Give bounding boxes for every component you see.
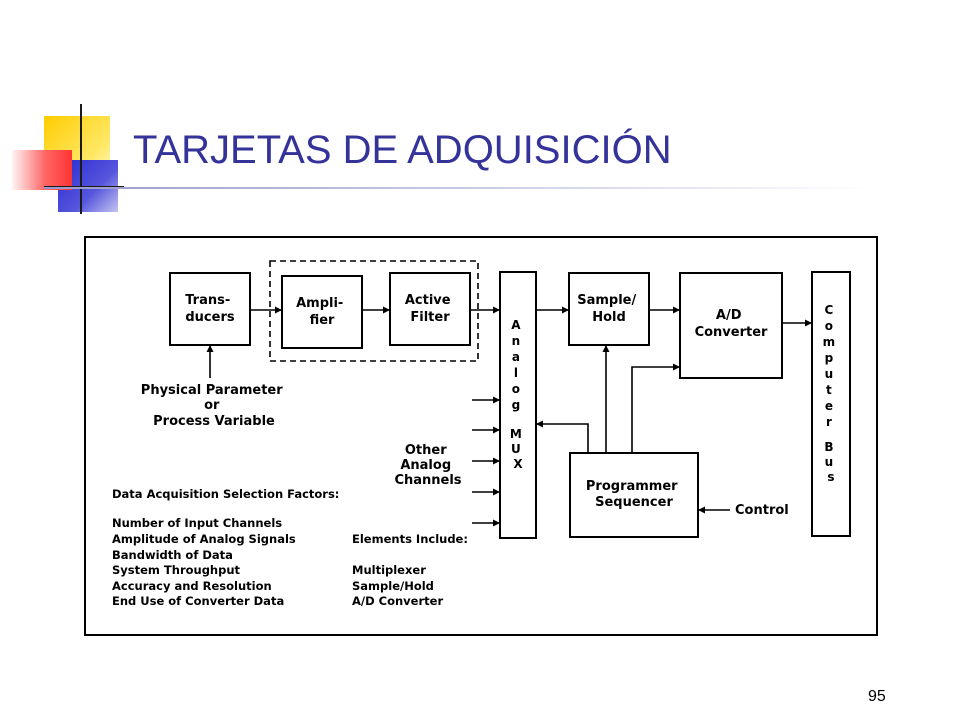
sample-hold-label: Sample/ Hold: [577, 293, 641, 325]
analog-mux-block: [499, 271, 537, 539]
computer-bus-block: [811, 271, 851, 537]
decor-vertical-line: [80, 104, 82, 214]
arrow-sequencer-to-mux: [536, 420, 589, 453]
transducers-block: [169, 272, 251, 346]
elements-include-list: Elements Include: Multiplexer Sample/Hol…: [352, 532, 472, 608]
computer-bus-label: C o m p u t e r B u s: [823, 303, 840, 484]
amplifier-block: [281, 275, 363, 349]
physical-parameter-label: Physical Parameter or Process Variable: [141, 383, 287, 429]
page-number: 95: [868, 688, 886, 705]
active-filter-label: Active Filter: [405, 293, 455, 325]
amplifier-label: Ampli- fier: [296, 296, 348, 328]
programmer-sequencer-block: [569, 452, 699, 538]
signal-conditioning-group: [269, 260, 479, 362]
arrow-sequencer-to-converter: [631, 363, 680, 453]
analog-mux-label: A n a l o g M U X: [510, 318, 526, 471]
ad-converter-block: [679, 272, 783, 379]
selection-factors-list: Data Acquisition Selection Factors: Numb…: [112, 487, 343, 608]
decor-red-square: [12, 150, 72, 190]
programmer-sequencer-label: Programmer Sequencer: [586, 479, 682, 510]
other-analog-channels-label: Other Analog Channels: [394, 443, 461, 488]
ad-converter-label: A/D Converter: [695, 308, 768, 340]
slide-title: TARJETAS DE ADQUISICIÓN: [133, 128, 672, 172]
active-filter-block: [389, 272, 471, 346]
transducers-label: Trans- ducers: [185, 293, 235, 325]
control-label: Control: [735, 503, 789, 518]
sample-hold-block: [568, 272, 650, 346]
title-rule: [44, 187, 874, 189]
